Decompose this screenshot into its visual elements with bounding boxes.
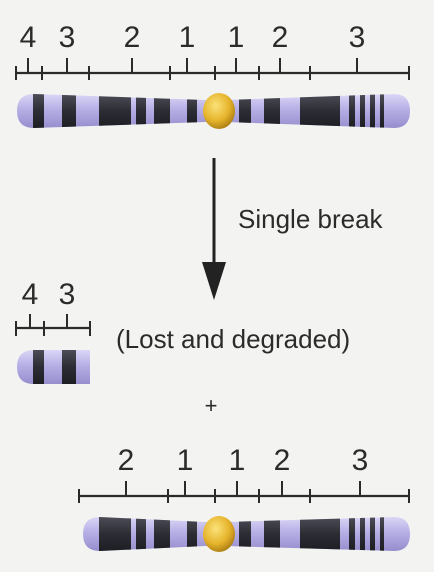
fragment-label-p3: 3 (59, 278, 76, 311)
bottom-label-q1: 1 (229, 444, 246, 477)
centromere-icon (203, 93, 235, 129)
full-chromosome (17, 93, 410, 129)
break-arrow (202, 158, 226, 300)
plus-sign: + (205, 393, 218, 418)
bottom-label-q3: 3 (352, 444, 369, 477)
bottom-band-scale: 2 1 1 2 3 (78, 444, 410, 503)
lost-fragment (17, 350, 90, 384)
top-label-p1: 1 (179, 21, 196, 54)
arrow-label: Single break (238, 204, 384, 234)
fragment-label-p4: 4 (22, 278, 39, 311)
centromere-icon (203, 516, 235, 552)
bottom-label-p2: 2 (118, 444, 135, 477)
deleted-chromosome (83, 516, 410, 552)
top-label-q3: 3 (349, 21, 366, 54)
fragment-note: (Lost and degraded) (116, 324, 350, 354)
top-label-p4: 4 (20, 21, 37, 54)
bottom-label-p1: 1 (177, 444, 194, 477)
top-label-q2: 2 (272, 21, 289, 54)
top-band-scale: 4 3 2 1 1 2 3 (15, 21, 410, 80)
top-label-q1: 1 (228, 21, 245, 54)
top-label-p2: 2 (124, 21, 141, 54)
bottom-label-q2: 2 (274, 444, 291, 477)
fragment-band-scale: 4 3 (15, 278, 91, 336)
top-label-p3: 3 (59, 21, 76, 54)
arrow-down-icon (202, 262, 226, 300)
